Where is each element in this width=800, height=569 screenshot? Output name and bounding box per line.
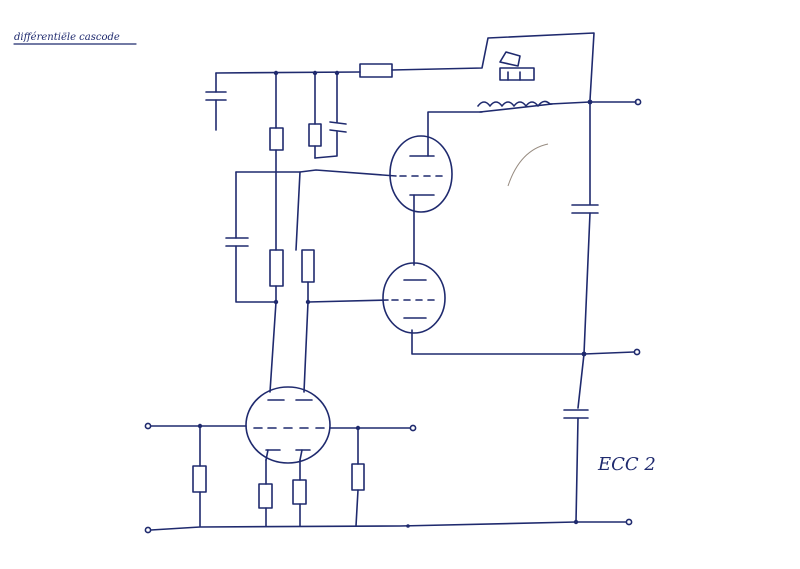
- tube-type-label: ECC 2: [597, 454, 656, 475]
- output-network: [507, 98, 642, 523]
- grid-bias-network: [225, 169, 397, 305]
- cathode-resistors: [258, 459, 307, 527]
- ground-rail: [144, 518, 633, 534]
- anode-load-resistors: [269, 72, 347, 251]
- decoupling-capacitor: [205, 72, 227, 131]
- upper-tube: [389, 111, 483, 266]
- input-network: [144, 422, 417, 527]
- lower-tube: [245, 386, 331, 464]
- supply-rail: [215, 32, 595, 101]
- anode-wires: [269, 301, 309, 393]
- middle-tube: [382, 262, 583, 355]
- choke-symbol: [477, 51, 553, 113]
- diagram-title: différentiële cascode: [14, 32, 120, 43]
- supply-resistor: [359, 63, 393, 78]
